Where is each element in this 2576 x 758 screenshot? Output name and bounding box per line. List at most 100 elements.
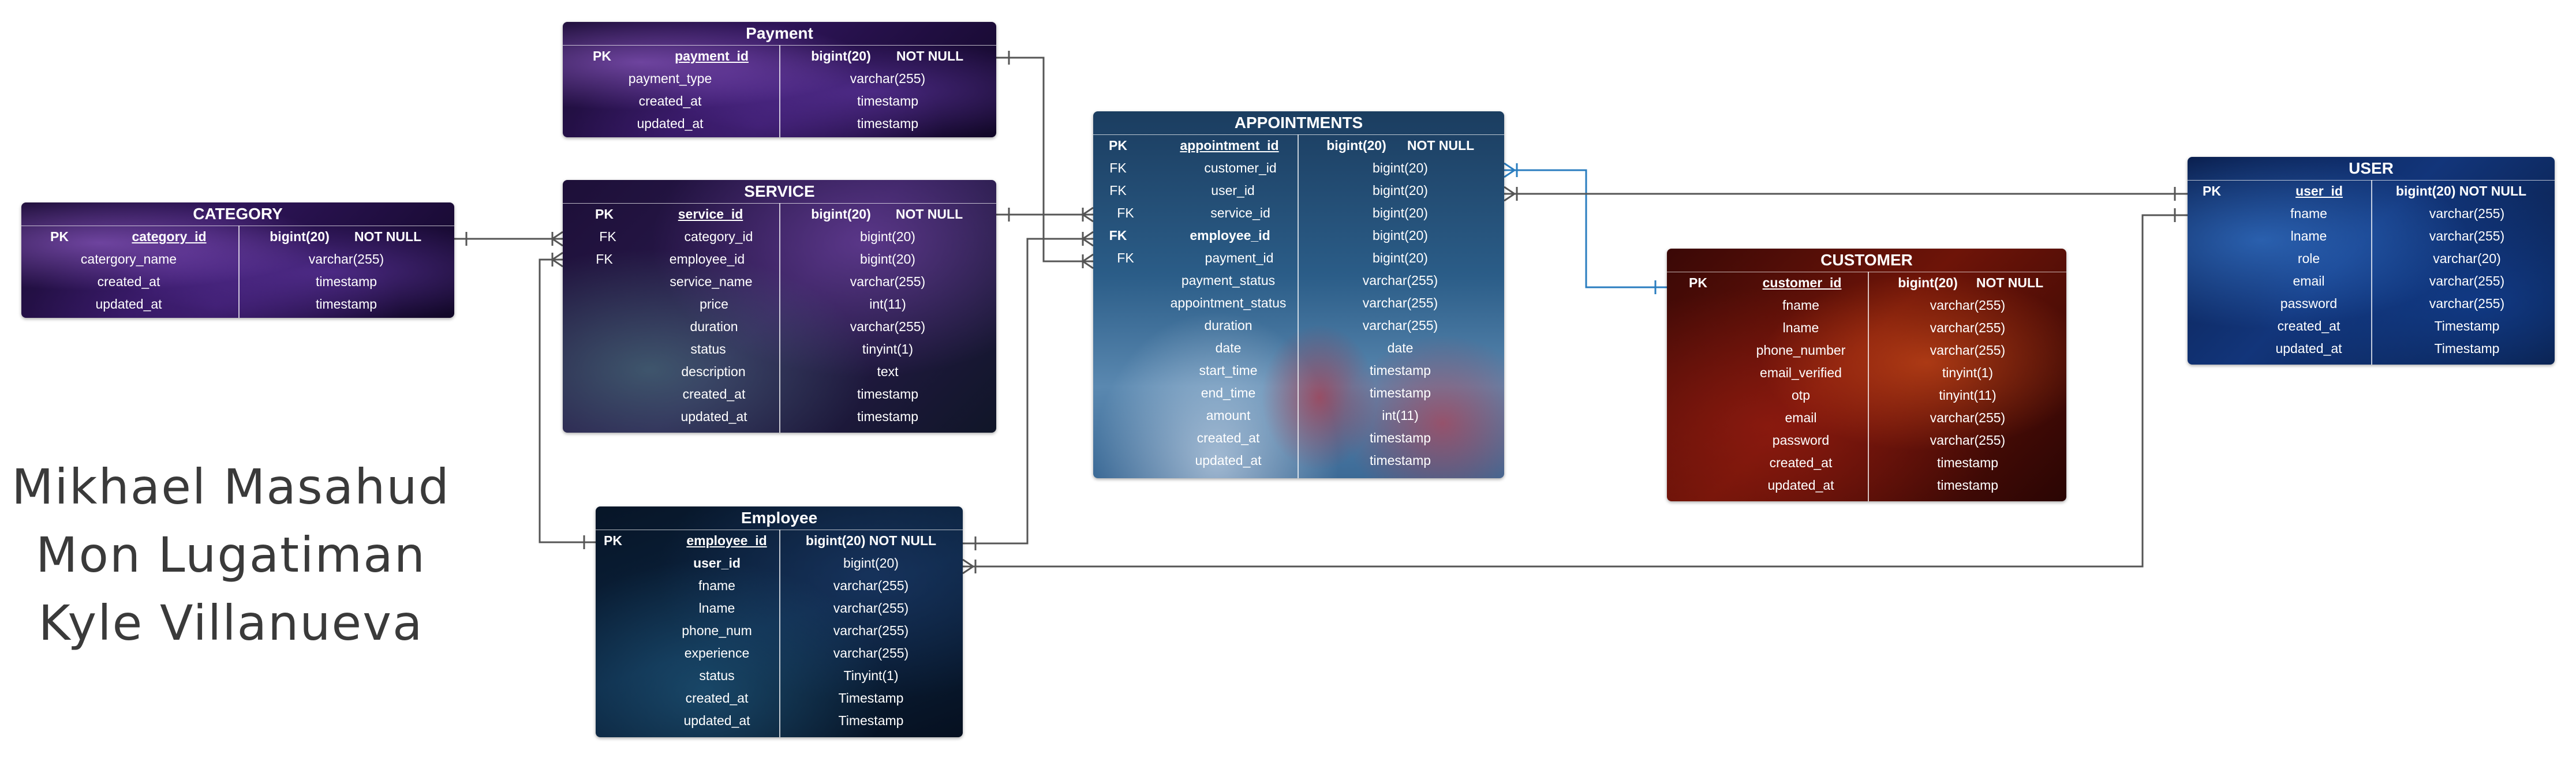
field-type: varchar(255) (1930, 298, 2006, 313)
field-type: bigint(20) (1373, 228, 1428, 243)
field-name: updated_at (637, 116, 704, 131)
field-type: varchar(255) (1930, 433, 2006, 448)
field-type: timestamp (1369, 453, 1431, 468)
column-divider (779, 530, 780, 737)
table-row: created_at timestamp (1093, 427, 1504, 449)
entity-title: CUSTOMER (1667, 249, 2066, 272)
connector-crowfoot (1504, 186, 1516, 202)
table-row: end_time timestamp (1093, 382, 1504, 404)
field-name: employee_id (669, 252, 745, 267)
field-name: payment_status (1181, 273, 1276, 288)
key-label: PK (604, 533, 622, 548)
field-type: bigint(20) (1373, 183, 1428, 198)
table-row: fname varchar(255) (2188, 202, 2555, 225)
field-type: varchar(255) (2429, 273, 2505, 288)
field-name: updated_at (1767, 478, 1834, 493)
entity-employee[interactable]: Employee PK employee_id bigint(20) NOT N… (596, 506, 963, 737)
field-name: created_at (638, 93, 702, 108)
field-type: timestamp (1936, 455, 1999, 470)
field-name: created_at (685, 691, 749, 706)
entity-title: Employee (596, 506, 963, 530)
table-row: fname varchar(255) (596, 575, 963, 597)
entity-customer[interactable]: CUSTOMER PK customer_id bigint(20) NOT N… (1667, 249, 2066, 501)
field-type: timestamp (1369, 430, 1431, 445)
field-name: price (700, 297, 728, 312)
field-name: phone_number (1756, 343, 1846, 358)
entity-user[interactable]: USER PK user_id bigint(20) NOT NULL fnam… (2188, 157, 2555, 365)
table-row: catergory_name varchar(255) (21, 248, 454, 271)
table-row: updated_at timestamp (1667, 474, 2066, 497)
table-row: user_id bigint(20) (596, 552, 963, 575)
field-type: bigint(20) (1898, 275, 1958, 290)
field-name: customer_id (1762, 275, 1842, 290)
field-constraint: NOT NULL (1407, 138, 1475, 153)
field-name: role (2297, 251, 2320, 266)
field-type: timestamp (315, 297, 377, 312)
table-row: password varchar(255) (2188, 292, 2555, 315)
table-row: duration varchar(255) (1093, 314, 1504, 337)
field-type: text (877, 364, 899, 379)
field-name: experience (684, 646, 750, 661)
field-type: varchar(255) (833, 646, 909, 661)
field-type: bigint(20) (860, 229, 915, 244)
field-type: int(11) (1382, 408, 1419, 423)
field-type: bigint(20) (1373, 160, 1428, 175)
key-label: FK (1109, 160, 1127, 175)
key-label: FK (1109, 183, 1127, 198)
table-row: phone_number varchar(255) (1667, 339, 2066, 362)
field-type: varchar(255) (2429, 228, 2505, 243)
table-row: updated_at timestamp (563, 112, 996, 135)
field-type: timestamp (315, 274, 377, 289)
table-row: created_at timestamp (563, 90, 996, 112)
connector-user-employee (963, 214, 2188, 568)
column-divider (779, 45, 780, 137)
field-name: otp (1792, 388, 1810, 403)
entity-title: APPOINTMENTS (1093, 111, 1504, 135)
connector-crowfoot (962, 558, 975, 575)
field-name: lname (1782, 320, 1819, 335)
table-row: role varchar(20) (2188, 247, 2555, 270)
field-name: phone_num (682, 623, 752, 638)
entity-category[interactable]: CATEGORY PK category_id bigint(20) NOT N… (21, 202, 454, 318)
table-row: created_at Timestamp (596, 687, 963, 710)
field-name: created_at (1769, 455, 1833, 470)
connector-crowfoot (1081, 231, 1094, 247)
field-name: updated_at (1195, 453, 1262, 468)
entity-title: Payment (563, 22, 996, 46)
connector-crowfoot (551, 231, 563, 247)
field-type: Tinyint(1) (843, 668, 899, 683)
connector-crowfoot (1504, 162, 1516, 178)
table-row: payment_type varchar(255) (563, 67, 996, 90)
entity-service[interactable]: SERVICE PK service_id bigint(20) NOT NUL… (563, 180, 996, 433)
entity-appointments[interactable]: APPOINTMENTS PK appointment_id bigint(20… (1093, 111, 1504, 478)
field-name: employee_id (686, 533, 767, 548)
field-name: status (690, 342, 726, 357)
field-constraint: NOT NULL (896, 48, 964, 63)
table-row: created_at timestamp (21, 271, 454, 293)
column-divider (1298, 134, 1299, 478)
field-name: lname (698, 601, 735, 616)
table-row: lname varchar(255) (2188, 225, 2555, 247)
field-name: lname (2290, 228, 2327, 243)
field-name: duration (1204, 318, 1253, 333)
field-type: Timestamp (2434, 318, 2500, 333)
field-name: created_at (1197, 430, 1260, 445)
field-type: tinyint(11) (1939, 388, 1997, 403)
field-name: email (2293, 273, 2325, 288)
field-type: int(11) (869, 297, 906, 312)
field-type: timestamp (857, 386, 919, 401)
field-type: varchar(255) (2429, 206, 2505, 221)
field-name: fname (1782, 298, 1819, 313)
field-name: password (2280, 296, 2338, 311)
entity-payment[interactable]: Payment PK payment_id bigint(20) NOT NUL… (563, 22, 996, 137)
field-type: tinyint(1) (1942, 365, 1994, 380)
field-type: tinyint(1) (862, 342, 914, 357)
table-row: phone_num varchar(255) (596, 620, 963, 642)
field-type: bigint(20) NOT NULL (2395, 183, 2527, 198)
table-row: amount int(11) (1093, 404, 1504, 427)
table-row: email varchar(255) (1667, 407, 2066, 429)
table-row: fname varchar(255) (1667, 294, 2066, 317)
column-divider (238, 226, 240, 318)
field-name: updated_at (683, 713, 750, 728)
